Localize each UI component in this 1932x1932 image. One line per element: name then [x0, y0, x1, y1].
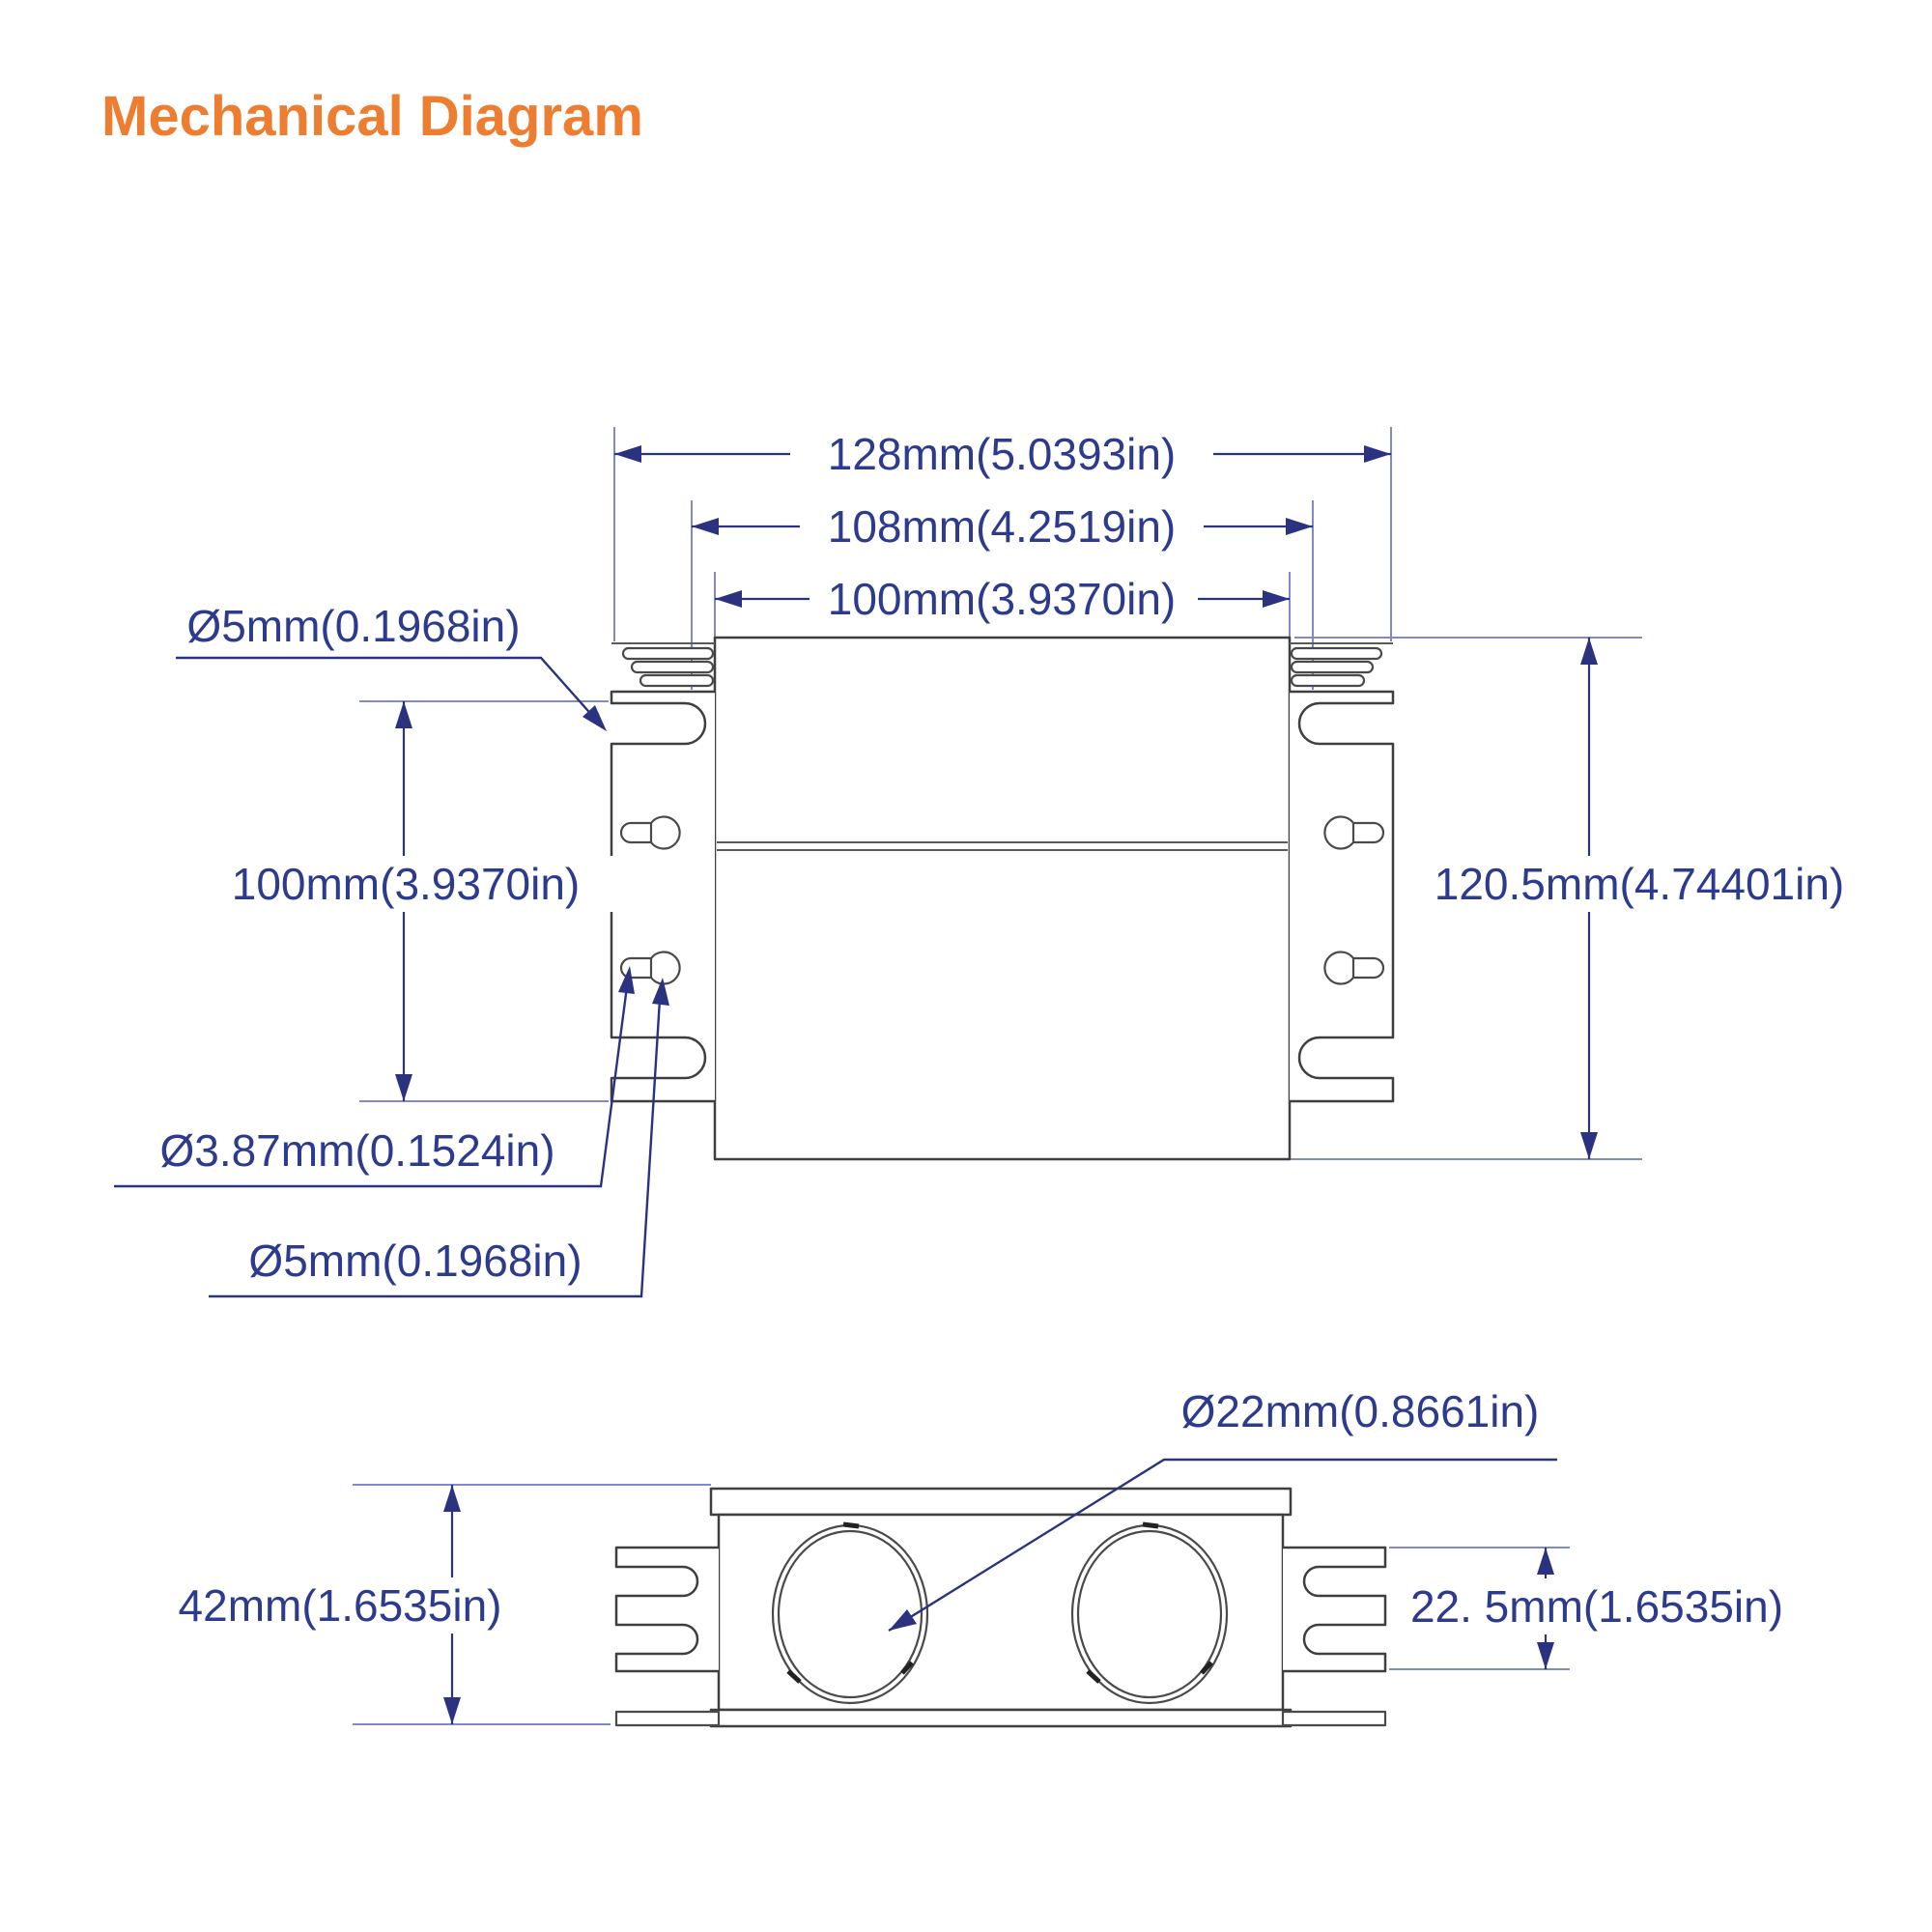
arrow-knockout: [889, 1609, 917, 1631]
label-hole-keyhole: Ø5mm(0.1968in): [248, 1236, 582, 1286]
tick-left-br: [900, 1661, 914, 1675]
end-left-bottom-tab: [614, 1710, 721, 1727]
bottom-view: Ø22mm(0.8661in) 42mm(1.6535in) 22. 5mm(1…: [169, 1386, 1800, 1728]
dim-width-108: 108mm(4.2519in): [828, 501, 1177, 552]
label-bg-225: [1399, 1578, 1800, 1634]
dim-right-height: 120.5mm(4.74401in): [1435, 859, 1844, 909]
arrow-128-right: [1364, 445, 1391, 463]
tick-right-bl: [1086, 1669, 1101, 1684]
left-keyhole-upper: [619, 815, 681, 850]
right-bracket-fin-2: [1290, 660, 1375, 674]
arrow-right-height-up: [1580, 638, 1598, 665]
label-bg-left-height: [198, 856, 613, 912]
arrow-hole-slot: [618, 966, 635, 994]
dim-width-100: 100mm(3.9370in): [828, 574, 1177, 624]
arrow-225-down: [1537, 1642, 1554, 1669]
knockout-hole-left-inner: [777, 1529, 923, 1699]
right-bracket-fin-1: [1290, 646, 1383, 661]
tick-right-br: [1200, 1661, 1213, 1675]
label-hole-slot: Ø3.87mm(0.1524in): [159, 1125, 554, 1176]
end-right-comb: [1283, 1546, 1387, 1673]
dim-left-height: 100mm(3.9370in): [232, 859, 581, 909]
device-body: [713, 636, 1292, 1161]
arrow-225-up: [1537, 1548, 1554, 1575]
tick-left-bl: [786, 1669, 802, 1684]
arrow-left-height-down: [395, 1074, 412, 1101]
arrow-right-height-down: [1580, 1132, 1598, 1159]
right-keyhole-upper: [1323, 815, 1385, 850]
dim-42: 42mm(1.6535in): [179, 1580, 502, 1631]
left-keyhole-lower: [619, 951, 681, 985]
arrow-hole-keyhole: [652, 978, 669, 1006]
left-bracket-fin-3: [639, 673, 715, 688]
label-hole-top-left: Ø5mm(0.1968in): [186, 601, 520, 651]
left-bracket-fin-2: [630, 660, 715, 674]
label-bg-42: [169, 1577, 512, 1634]
arrow-hole-top-left: [582, 705, 607, 731]
page-title: Mechanical Diagram: [101, 85, 643, 148]
tick-left-top: [842, 1521, 860, 1529]
arrow-100-left: [715, 590, 742, 608]
leader-hole-slot: [114, 971, 631, 1188]
left-bracket-plate: [610, 690, 715, 1103]
label-knockout: Ø22mm(0.8661in): [1181, 1386, 1540, 1436]
arrow-42-up: [443, 1485, 461, 1512]
end-right-bottom-tab: [1281, 1710, 1387, 1727]
dim-225: 22. 5mm(1.6535in): [1410, 1581, 1783, 1632]
knockout-hole-right-inner: [1076, 1529, 1223, 1699]
right-bracket-fin-3: [1290, 673, 1366, 688]
arrow-42-down: [443, 1697, 461, 1724]
leader-knockout: [888, 1458, 1557, 1633]
dim-width-128: 128mm(5.0393in): [828, 429, 1177, 479]
left-bracket-fin-1: [621, 646, 715, 661]
right-bracket-plate: [1290, 690, 1395, 1103]
leader-hole-keyhole: [209, 982, 663, 1298]
end-view-bottom-strip: [709, 1708, 1293, 1728]
end-view-top-cap: [709, 1487, 1293, 1517]
label-bg-right-height: [1408, 856, 1872, 912]
front-view: 128mm(5.0393in) 108mm(4.2519in) 100mm(3.…: [114, 427, 1872, 1298]
leader-hole-top-left: [176, 656, 604, 728]
arrow-128-left: [614, 445, 641, 463]
arrow-108-left: [692, 518, 719, 535]
tick-right-top: [1142, 1521, 1159, 1529]
arrow-108-right: [1286, 518, 1313, 535]
right-keyhole-lower: [1323, 951, 1385, 985]
arrow-100-right: [1263, 590, 1290, 608]
arrow-left-height-up: [395, 701, 412, 728]
end-left-comb: [614, 1546, 719, 1673]
